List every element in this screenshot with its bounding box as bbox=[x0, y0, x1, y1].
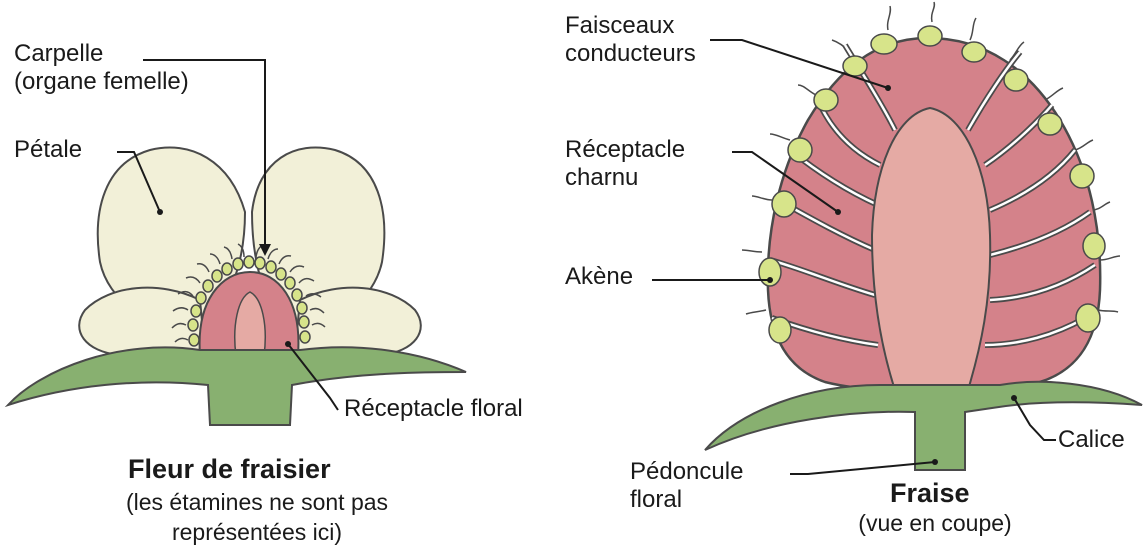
label-receptacle-floral: Réceptacle floral bbox=[344, 395, 523, 423]
petal-right-front bbox=[295, 288, 421, 355]
fruit-subtitle: (vue en coupe) bbox=[830, 508, 1040, 538]
flower-subtitle: (les étamines ne sont pas représentées i… bbox=[72, 487, 442, 547]
label-receptacle-charnu-line2: charnu bbox=[565, 164, 685, 192]
label-faisceaux-line2: conducteurs bbox=[565, 40, 696, 68]
strawberry-fruit bbox=[705, 2, 1142, 470]
label-carpelle-line2: (organe femelle) bbox=[14, 68, 189, 96]
label-pedoncule: Pédoncule floral bbox=[630, 458, 743, 514]
label-receptacle-charnu: Réceptacle charnu bbox=[565, 136, 685, 192]
label-calice: Calice bbox=[1058, 426, 1125, 454]
strawberry-flower bbox=[8, 148, 466, 425]
label-carpelle: Carpelle (organe femelle) bbox=[14, 40, 189, 96]
fruit-title: Fraise bbox=[890, 478, 970, 509]
label-faisceaux: Faisceaux conducteurs bbox=[565, 12, 696, 68]
petal-left-front bbox=[79, 288, 205, 355]
pedoncule-leader bbox=[790, 462, 935, 474]
label-pedoncule-line1: Pédoncule bbox=[630, 458, 743, 486]
label-petale: Pétale bbox=[14, 136, 82, 164]
label-faisceaux-line1: Faisceaux bbox=[565, 12, 696, 40]
receptacle-pith bbox=[872, 108, 990, 390]
flower-subtitle-line1: (les étamines ne sont pas bbox=[72, 487, 442, 517]
flower-title: Fleur de fraisier bbox=[128, 454, 331, 485]
label-akene: Akène bbox=[565, 263, 633, 291]
label-carpelle-line1: Carpelle bbox=[14, 40, 189, 68]
label-receptacle-charnu-line1: Réceptacle bbox=[565, 136, 685, 164]
flower-subtitle-line2: représentées ici) bbox=[72, 517, 442, 547]
label-pedoncule-line2: floral bbox=[630, 486, 743, 514]
